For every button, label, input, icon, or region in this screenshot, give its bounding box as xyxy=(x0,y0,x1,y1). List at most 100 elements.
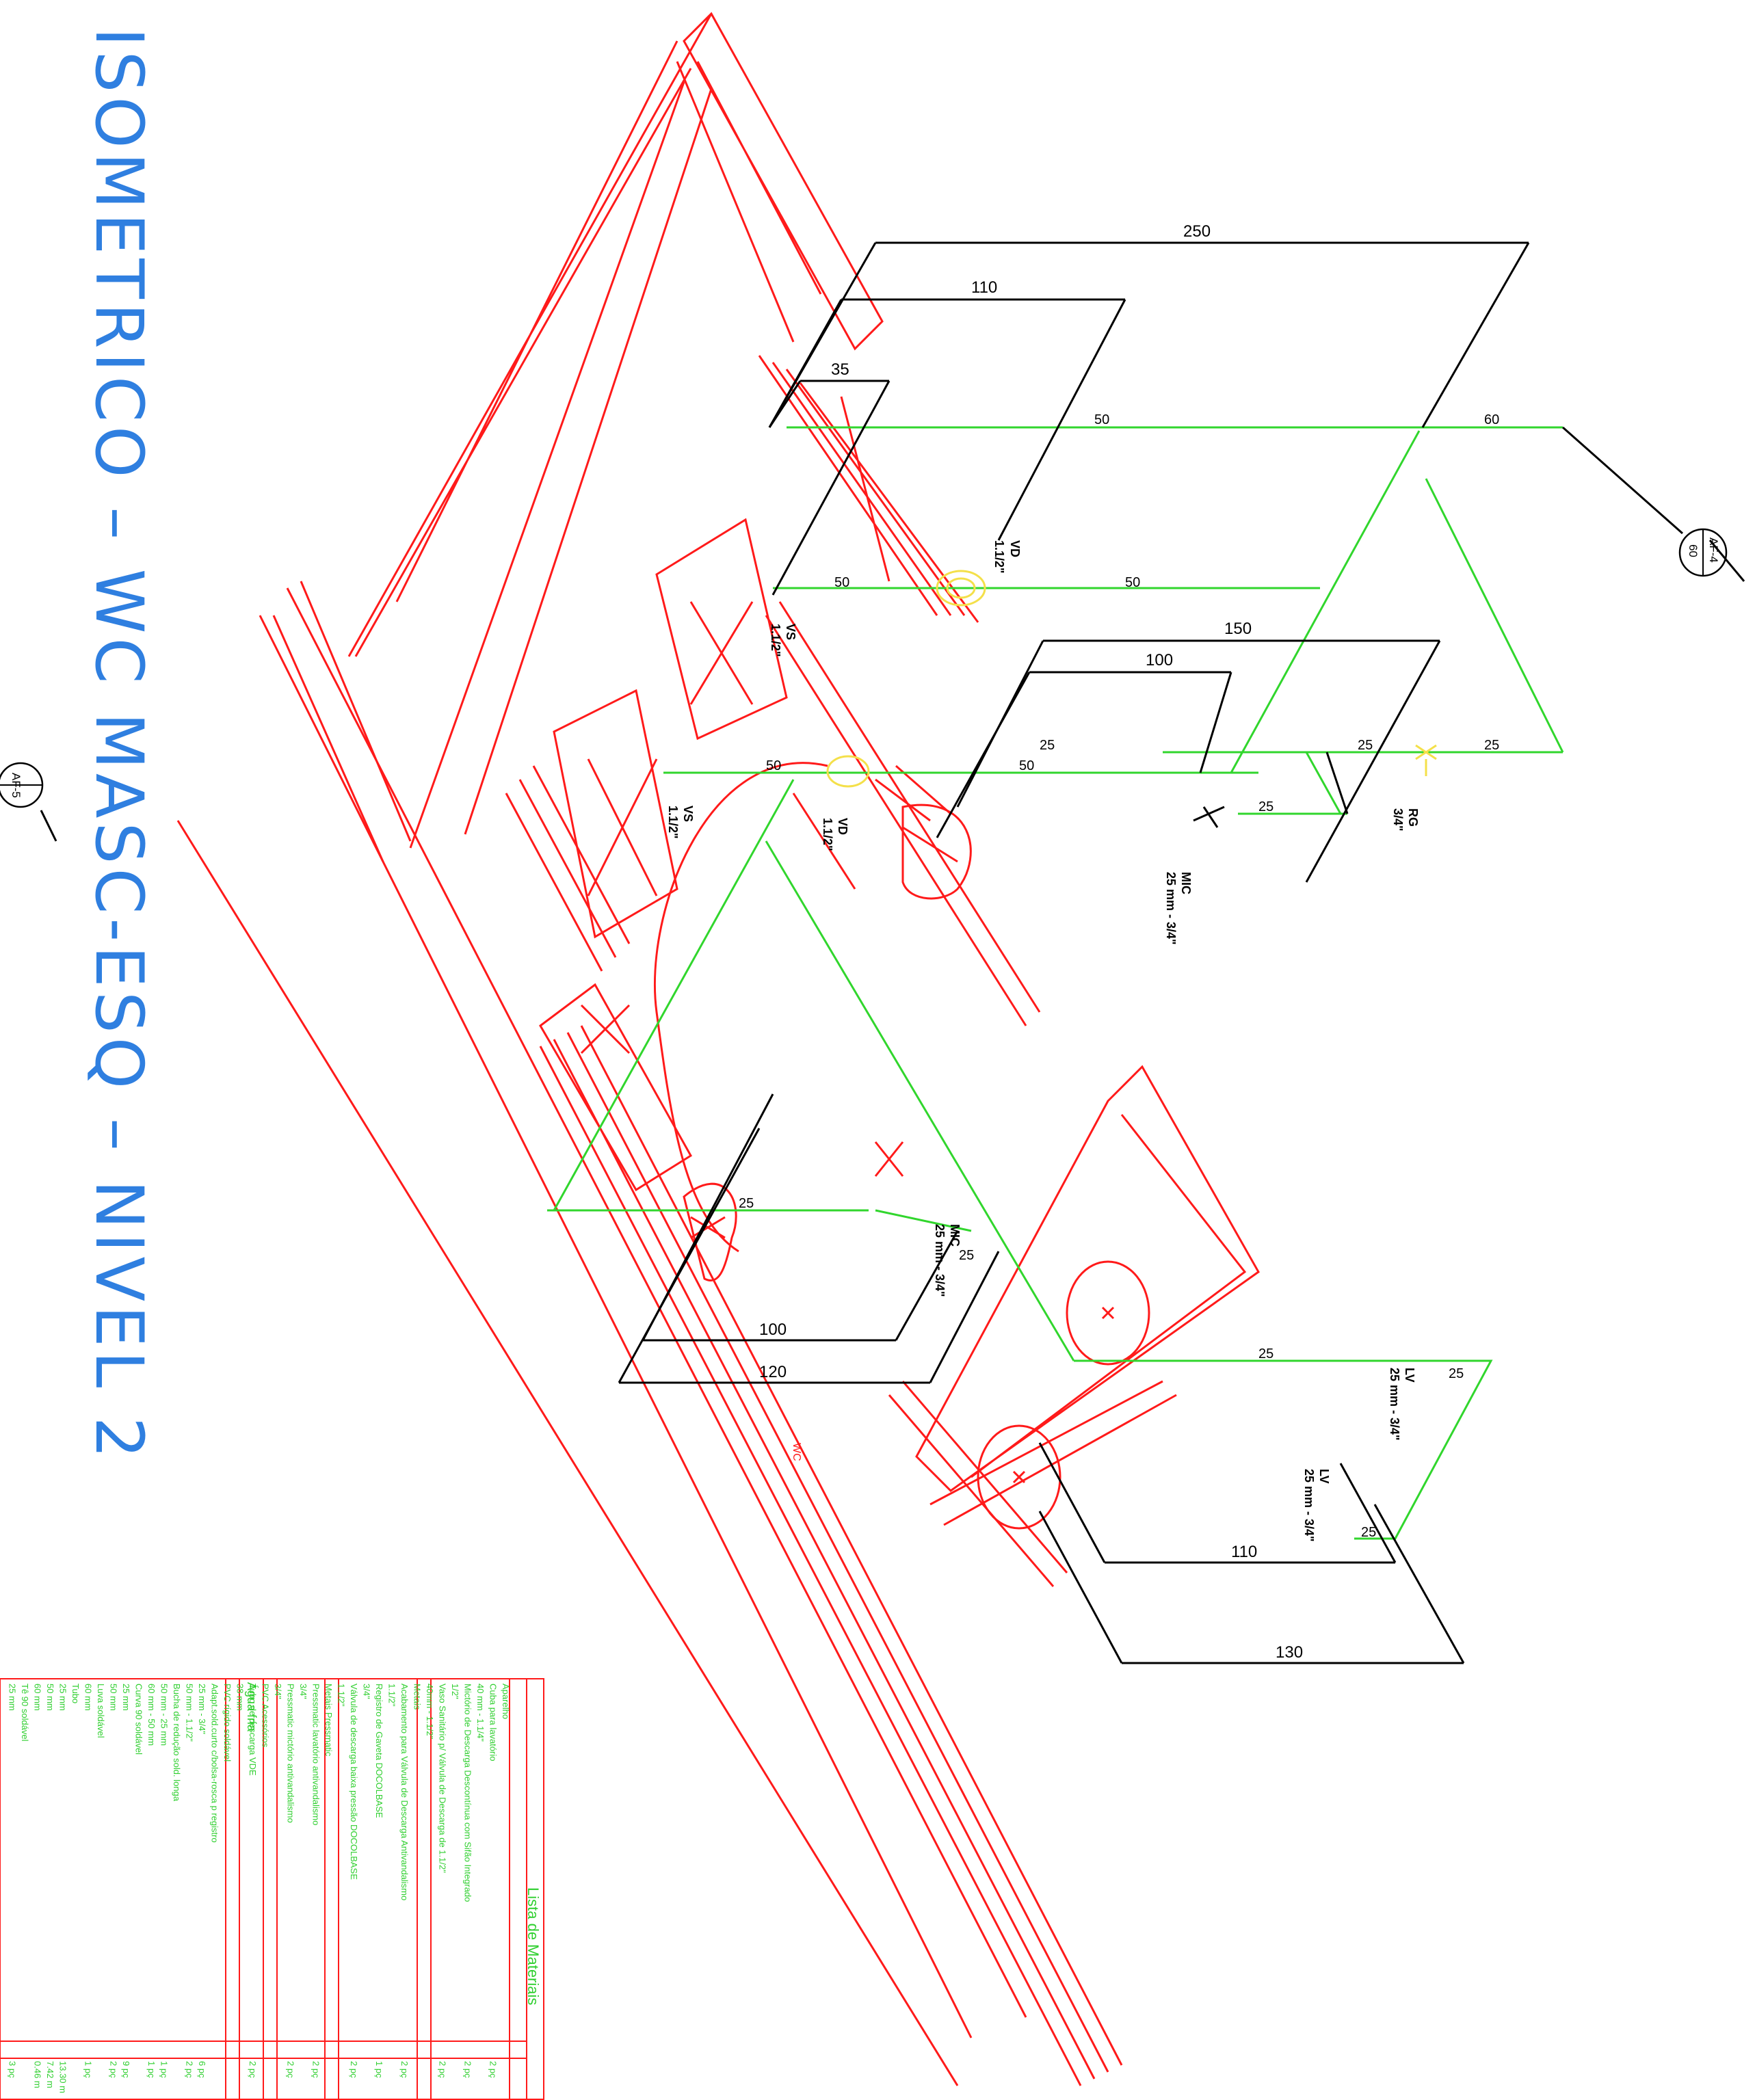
materials-line: Registro de Gaveta DOCOLBASE xyxy=(374,1684,384,1818)
dim-120: 120 xyxy=(759,1363,787,1381)
materials-qty: 2 pç xyxy=(438,2061,448,2078)
materials-line: Curva 90 soldável xyxy=(134,1684,144,1755)
materials-line: Cuba para lavatório xyxy=(488,1684,499,1761)
materials-qty: 3 pç xyxy=(8,2061,18,2078)
materials-qty: 6 pç xyxy=(197,2061,207,2078)
lv-upper-label: LV xyxy=(1403,1368,1416,1383)
size-25-i: 25 xyxy=(959,1248,974,1263)
marker-af5: AF-5 xyxy=(0,762,44,808)
materials-qty: 0.46 m xyxy=(33,2061,43,2088)
materials-section-water: Água fria xyxy=(245,1682,259,1732)
vs-lower-label: VS xyxy=(681,806,695,822)
wall-top-lines xyxy=(272,81,713,862)
materials-line: 60 mm - 50 mm xyxy=(146,1684,157,1746)
pipe-25-wc-lower xyxy=(547,1209,972,1232)
wall-top xyxy=(347,12,884,657)
materials-line: 25 mm xyxy=(58,1684,68,1711)
materials-qty: 2 pç xyxy=(248,2061,258,2078)
materials-qty: 9 pç xyxy=(121,2061,131,2078)
rg-label: RG xyxy=(1406,808,1420,827)
size-60: 60 xyxy=(1484,412,1499,427)
cubicle-2 xyxy=(553,689,678,939)
materials-line: Mictório de Descarga Descontínua com Sif… xyxy=(463,1684,473,1902)
vd-upper-size: 1.1/2" xyxy=(992,540,1006,574)
materials-line: 1.1/2" xyxy=(337,1684,347,1707)
wc-fixture-lower xyxy=(683,1182,737,1281)
lavatory-marks xyxy=(874,1141,1115,1484)
wc-fixture-upper xyxy=(875,765,972,900)
vd-upper-label: VD xyxy=(1008,540,1022,557)
pipe-25-lv xyxy=(1074,1359,1493,1540)
dim-100-mid-line xyxy=(936,671,1232,838)
dim-100-bottom: 100 xyxy=(759,1320,787,1339)
materials-qty: 13.30 m xyxy=(58,2061,68,2093)
mic-lower-label: MIC xyxy=(948,1224,962,1247)
materials-line: 25 mm xyxy=(8,1684,18,1711)
materials-line: Metais xyxy=(412,1684,423,1710)
vd-lower-symbol xyxy=(826,755,870,788)
vd-upper-symbol xyxy=(936,570,986,607)
size-25-d: 25 xyxy=(1258,799,1274,814)
cubicle-1 xyxy=(655,518,788,741)
wall-long-2 xyxy=(539,1025,1123,2086)
architecture: WC xyxy=(176,12,1260,2086)
mic-upper-size: 25 mm - 3/4" xyxy=(1164,872,1178,945)
materials-line: Tubo de descarga VDE xyxy=(248,1684,258,1776)
materials-qty: 2 pç xyxy=(286,2061,296,2078)
materials-line: 38 mm xyxy=(235,1684,246,1711)
materials-line: Adapt.sold.curto c/bolsa-rosca p registr… xyxy=(210,1684,220,1843)
rg-valve-symbol xyxy=(1415,744,1437,776)
materials-line: Aparelho xyxy=(501,1684,511,1719)
materials-line: Acabamento para Válvula de Descarga Anti… xyxy=(399,1684,410,1900)
materials-qty: 1 pç xyxy=(374,2061,384,2078)
dim-35-line xyxy=(768,380,890,596)
mic-lower-size: 25 mm - 3/4" xyxy=(933,1224,947,1297)
materials-line: 1.1/2" xyxy=(387,1684,397,1707)
lavatory-basin-1 xyxy=(1066,1260,1150,1366)
materials-line: PVC Acessórios xyxy=(261,1684,271,1748)
dim-110-bottom-line xyxy=(1038,1442,1397,1564)
size-50-e: 50 xyxy=(1019,758,1034,773)
dim-150: 150 xyxy=(1224,620,1252,638)
materials-qty: 7.42 m xyxy=(45,2061,55,2088)
dim-35: 35 xyxy=(831,360,849,379)
size-25-c: 25 xyxy=(1484,738,1499,753)
materials-line: 3/4" xyxy=(273,1684,283,1699)
materials-qty: 1 pç xyxy=(83,2061,94,2078)
lavatory-slab xyxy=(915,1065,1260,1492)
lv-lower-label: LV xyxy=(1317,1469,1331,1484)
materials-line: 60 mm xyxy=(83,1684,94,1711)
materials-qty: 2 pç xyxy=(311,2061,321,2078)
materials-qty: 2 pç xyxy=(109,2061,119,2078)
materials-line: Luva soldável xyxy=(96,1684,106,1738)
size-25-h: 25 xyxy=(1361,1525,1376,1540)
dim-130-line xyxy=(1038,1504,1465,1664)
materials-line: 3/4" xyxy=(298,1684,308,1699)
wall-strips xyxy=(758,355,979,623)
materials-line: 50 mm - 1.1/2" xyxy=(185,1684,195,1742)
lavatory-basin-2 xyxy=(977,1424,1061,1530)
size-25-g: 25 xyxy=(1449,1366,1464,1381)
materials-line: 50 mm - 25 mm xyxy=(159,1684,170,1746)
dim-110-bottom: 110 xyxy=(1231,1543,1257,1561)
size-25-e: 25 xyxy=(739,1196,754,1211)
af4-label: AF-4 xyxy=(1707,537,1720,563)
materials-qty: 1 pç xyxy=(159,2061,170,2078)
dim-250-line xyxy=(768,241,1530,428)
vd-upper-symbol-inner xyxy=(946,577,976,599)
materials-line: PVC rígido soldável xyxy=(222,1684,233,1762)
lavatory-brackets xyxy=(888,1380,1177,1587)
materials-qty: 2 pç xyxy=(488,2061,499,2078)
marker-af4: AF-4 60 xyxy=(1678,528,1728,577)
partition-lines xyxy=(505,601,1041,1026)
size-25-a: 25 xyxy=(1040,738,1055,753)
materials-line: Tubo xyxy=(70,1684,81,1703)
materials-line: 25 mm - 3/4" xyxy=(197,1684,207,1734)
vs-upper-size: 1.1/2" xyxy=(769,624,782,657)
materials-line: 25 mm xyxy=(121,1684,131,1711)
size-25-f: 25 xyxy=(1258,1346,1274,1361)
door-swing xyxy=(653,762,828,1253)
materials-line: 50 mm xyxy=(109,1684,119,1711)
